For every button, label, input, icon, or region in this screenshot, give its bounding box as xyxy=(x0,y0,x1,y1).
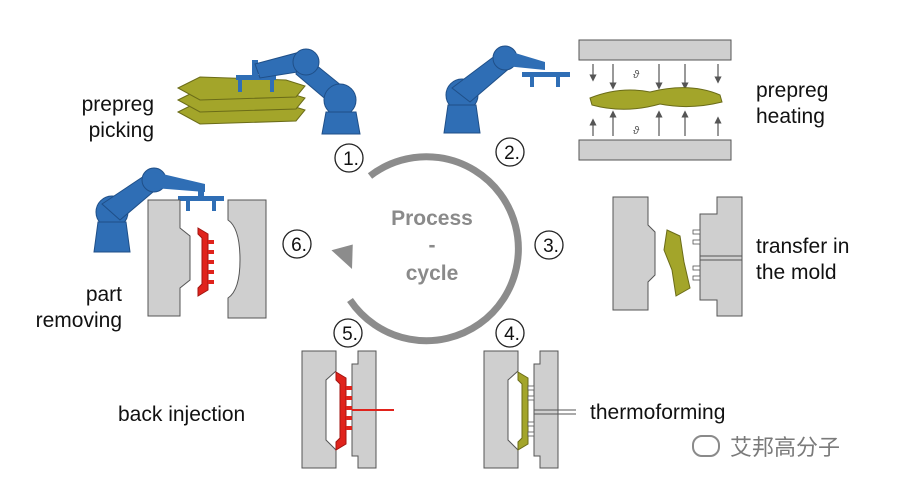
step-number-2: 2. xyxy=(495,137,525,167)
step-1-label: prepreg picking xyxy=(81,93,154,142)
step-6-label: part removing xyxy=(35,283,122,332)
svg-text:5.: 5. xyxy=(342,324,358,345)
step-number-4: 4. xyxy=(495,318,525,348)
cycle-title-line3: cycle xyxy=(406,262,459,285)
cycle-title-line2: - xyxy=(429,234,436,257)
watermark: 艾邦高分子 xyxy=(692,430,840,462)
cycle-arrow xyxy=(331,153,522,345)
mold-removing-illustration xyxy=(147,199,267,319)
mold-transfer-illustration xyxy=(612,196,743,317)
mold-back-injection-illustration xyxy=(301,350,394,469)
step-2-label: prepreg heating xyxy=(756,79,829,128)
svg-text:2.: 2. xyxy=(504,143,520,164)
step-number-1: 1. xyxy=(334,143,364,173)
cycle-title-line1: Process xyxy=(391,207,473,230)
step-number-3: 3. xyxy=(534,230,564,260)
step-3-label: transfer in the mold xyxy=(756,235,850,284)
mold-thermoforming-illustration xyxy=(483,350,576,469)
robot-arm-removing-illustration xyxy=(93,167,224,253)
svg-text:ϑ: ϑ xyxy=(633,125,640,137)
svg-text:4.: 4. xyxy=(504,324,520,345)
robot-arm-picking-illustration xyxy=(176,48,361,135)
svg-text:ϑ: ϑ xyxy=(633,69,640,81)
svg-text:1.: 1. xyxy=(343,149,359,170)
step-5-label: back injection xyxy=(118,403,246,426)
robot-arm-heating-illustration xyxy=(443,45,570,134)
heating-press-illustration: ϑ ϑ xyxy=(578,39,732,161)
svg-text:6.: 6. xyxy=(291,235,307,256)
svg-text:3.: 3. xyxy=(543,236,559,257)
step-number-5: 5. xyxy=(333,318,363,348)
step-4-label: thermoforming xyxy=(590,401,726,424)
step-number-6: 6. xyxy=(282,229,312,259)
chat-bubble-icon xyxy=(692,435,720,457)
